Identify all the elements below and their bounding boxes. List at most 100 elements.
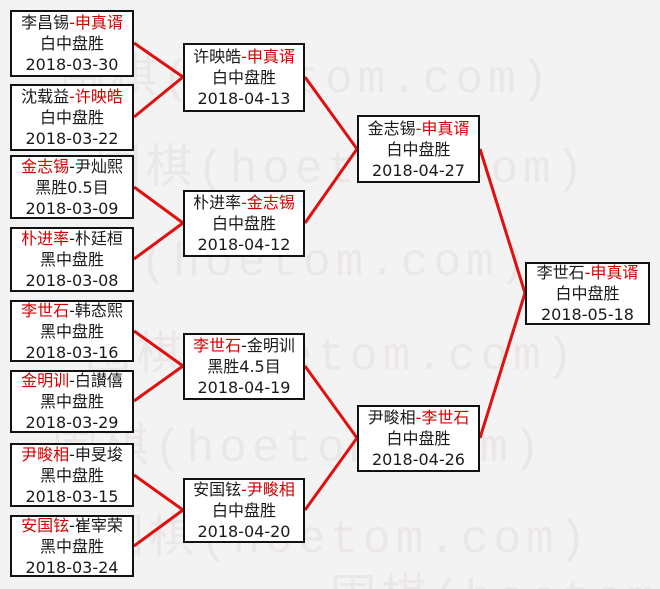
connector-line	[133, 41, 184, 79]
dash: -	[69, 229, 75, 248]
connector-line	[478, 148, 527, 294]
match-box-r1-6: 金明训-白讃僖 黑中盘胜 2018-03-29	[10, 370, 134, 433]
connector-line	[133, 508, 184, 548]
player1: 李世石	[536, 263, 585, 282]
match-players: 沈载益-许映皓	[21, 86, 123, 107]
connector-line	[133, 473, 184, 512]
match-players: 李世石-金明训	[193, 335, 295, 356]
dash: -	[415, 408, 422, 427]
connector-line	[133, 75, 184, 119]
match-date: 2018-03-15	[25, 486, 119, 506]
dash: -	[69, 444, 75, 464]
player2: 李世石	[421, 408, 470, 427]
match-box-r1-8: 安国铉-崔宰荣 黑中盘胜 2018-03-24	[10, 515, 134, 577]
match-result: 白中盘胜	[39, 108, 104, 127]
match-box-sf-1: 金志锡-申真谞 白中盘胜 2018-04-27	[357, 115, 480, 183]
player2: 申真谞	[246, 47, 295, 66]
match-box-r2-2: 朴进率-金志锡 白中盘胜 2018-04-12	[183, 190, 305, 257]
match-result: 白中盘胜	[386, 139, 451, 159]
match-result: 黑中盘胜	[39, 321, 104, 341]
match-date: 2018-03-08	[25, 271, 119, 290]
watermark-text: 围棋(hoetom.com)	[85, 331, 579, 383]
match-box-r1-5: 李世石-韩态熙 黑中盘胜 2018-03-16	[10, 300, 134, 362]
match-result: 黑胜4.5目	[207, 357, 281, 376]
player1: 朴进率	[21, 229, 70, 248]
match-box-r1-4: 朴进率-朴廷桓 黑中盘胜 2018-03-08	[10, 227, 134, 292]
match-box-r1-1: 李昌锡-申真谞 白中盘胜 2018-03-30	[10, 10, 134, 77]
match-box-r1-3: 金志锡-尹灿熙 黑胜0.5目 2018-03-09	[10, 155, 134, 219]
match-date: 2018-05-18	[541, 305, 634, 324]
player1: 金明训	[21, 371, 70, 390]
player2: 申真谞	[421, 118, 470, 138]
watermark-text: 围棋(hoetom.com)	[95, 130, 588, 196]
match-players: 朴进率-朴廷桓	[21, 228, 123, 249]
connector-line	[303, 365, 359, 439]
connector-line	[133, 329, 184, 368]
match-date: 2018-04-27	[372, 160, 465, 180]
player2: 朴廷桓	[74, 229, 123, 248]
connector-line	[133, 221, 184, 261]
match-box-r1-7: 尹畯相-申旻埈 黑中盘胜 2018-03-15	[10, 443, 134, 507]
dash: -	[69, 13, 75, 32]
match-date: 2018-03-24	[25, 557, 119, 577]
player1: 李世石	[193, 336, 242, 355]
match-date: 2018-04-20	[197, 522, 291, 541]
match-result: 白中盘胜	[211, 68, 276, 87]
match-result: 白中盘胜	[211, 214, 276, 233]
match-date: 2018-04-13	[197, 89, 291, 108]
player1: 许映皓	[193, 47, 242, 66]
watermark-text: 围棋(hoetom.com)	[330, 560, 660, 589]
match-date: 2018-03-29	[25, 413, 119, 432]
match-box-r1-2: 沈载益-许映皓 白中盘胜 2018-03-22	[10, 84, 134, 151]
match-result: 黑中盘胜	[39, 536, 104, 556]
dash: -	[69, 371, 75, 390]
match-players: 许映皓-申真谞	[193, 46, 295, 67]
player1: 金志锡	[21, 156, 70, 176]
dash: -	[241, 193, 247, 212]
player2: 许映皓	[74, 87, 123, 106]
match-box-r2-1: 许映皓-申真谞 白中盘胜 2018-04-13	[183, 43, 305, 112]
player2: 金志锡	[246, 193, 295, 212]
match-date: 2018-03-22	[25, 129, 119, 148]
match-date: 2018-03-16	[25, 342, 119, 362]
connector-line	[303, 148, 359, 224]
player1: 金志锡	[367, 118, 416, 138]
match-players: 安国铉-崔宰荣	[21, 515, 123, 536]
player2: 崔宰荣	[74, 515, 123, 535]
dash: -	[584, 263, 591, 282]
dash: -	[69, 87, 75, 106]
match-date: 2018-03-30	[25, 55, 119, 74]
match-result: 白中盘胜	[39, 34, 104, 53]
player2: 申旻埈	[74, 444, 123, 464]
match-date: 2018-04-19	[197, 378, 291, 397]
player2: 白讃僖	[74, 371, 123, 390]
dash: -	[69, 515, 75, 535]
player2: 尹畯相	[246, 480, 295, 499]
match-players: 李昌锡-申真谞	[21, 12, 123, 33]
match-result: 黑中盘胜	[39, 392, 104, 411]
match-players: 朴进率-金志锡	[193, 192, 295, 213]
match-players: 李世石-韩态熙	[21, 300, 123, 321]
match-players: 尹畯相-李世石	[368, 407, 470, 428]
match-result: 黑胜0.5目	[35, 177, 109, 197]
dash: -	[241, 336, 247, 355]
player2: 韩态熙	[74, 300, 123, 320]
watermark-text: 围棋(hoetom.com)	[98, 514, 592, 566]
player1: 李昌锡	[21, 13, 70, 32]
match-box-sf-2: 尹畯相-李世石 白中盘胜 2018-04-26	[357, 405, 480, 472]
connector-line	[133, 364, 184, 403]
match-date: 2018-04-12	[197, 235, 291, 254]
match-date: 2018-03-09	[25, 198, 119, 218]
player1: 朴进率	[193, 193, 242, 212]
match-box-r2-3: 李世石-金明训 黑胜4.5目 2018-04-19	[183, 333, 305, 400]
player1: 尹畯相	[21, 444, 70, 464]
connector-line	[303, 437, 359, 511]
match-players: 李世石-申真谞	[537, 262, 639, 283]
player2: 申真谞	[590, 263, 639, 282]
match-result: 白中盘胜	[555, 284, 620, 303]
match-players: 安国铉-尹畯相	[193, 479, 295, 500]
dash: -	[415, 118, 422, 138]
match-result: 白中盘胜	[386, 429, 451, 448]
match-box-r2-4: 安国铉-尹畯相 白中盘胜 2018-04-20	[183, 478, 305, 543]
